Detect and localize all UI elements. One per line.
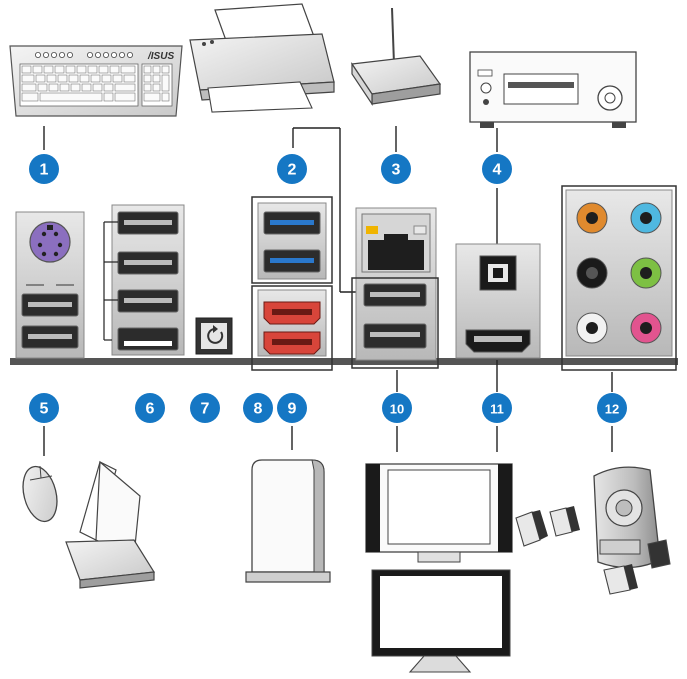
- ps2-usb-block: [15, 211, 85, 359]
- wireless-router-device: [350, 7, 442, 106]
- callout-badge-5: 5: [29, 393, 59, 423]
- usb-stack-port-3[interactable]: [117, 289, 179, 313]
- callout-badge-circle: [243, 393, 273, 423]
- callout-badge-8: 8: [243, 393, 273, 423]
- audio-jack-green[interactable]: [630, 257, 662, 289]
- callout-badge-circle: [597, 393, 627, 423]
- audio-jacks-block: [561, 185, 677, 371]
- keyboard-device: /ISUS: [9, 45, 183, 117]
- usb3-port-block: [251, 196, 333, 284]
- usb2-port-left-top[interactable]: [21, 293, 79, 317]
- lan-usb-block: [351, 207, 439, 369]
- callout-badge-7: 7: [190, 393, 220, 423]
- top-connector-lines: [43, 126, 498, 293]
- callout-badge-circle: [482, 393, 512, 423]
- callout-badge-4: 4: [482, 154, 512, 184]
- callout-badge-circle: [277, 154, 307, 184]
- callout-badge-circle: [190, 393, 220, 423]
- keyboard-brand-logo: /ISUS: [147, 51, 174, 62]
- audio-jack-black[interactable]: [576, 257, 608, 289]
- callout-badge-10: 10: [382, 393, 412, 423]
- usb-stack-port-2[interactable]: [117, 251, 179, 275]
- bottom-connector-lines: [43, 360, 613, 456]
- callout-badge-number: 6: [146, 401, 155, 418]
- monitors-device: [365, 463, 513, 673]
- clear-cmos-button[interactable]: [195, 317, 233, 355]
- callout-badge-number: 1: [40, 162, 49, 179]
- hdmi-port[interactable]: [465, 329, 531, 353]
- callout-badge-number: 4: [493, 162, 502, 179]
- usb3-port-lower-bottom[interactable]: [363, 323, 427, 349]
- callout-badge-2: 2: [277, 154, 307, 184]
- usb-stack-block: [103, 204, 185, 356]
- callout-badge-circle: [381, 154, 411, 184]
- usb-stack-port-1[interactable]: [117, 211, 179, 235]
- callout-badge-circle: [277, 393, 307, 423]
- callout-badge-circle: [382, 393, 412, 423]
- callout-badge-11: 11: [482, 393, 512, 423]
- callout-badge-3: 3: [381, 154, 411, 184]
- printer-device: [189, 3, 335, 113]
- speakers-device: [515, 466, 671, 595]
- audio-jack-white[interactable]: [576, 312, 608, 344]
- callout-badge-number: 10: [390, 402, 404, 417]
- callout-badge-number: 7: [201, 401, 210, 418]
- usb2-port-left-bottom[interactable]: [21, 325, 79, 349]
- usb3-port-top[interactable]: [263, 211, 321, 235]
- esata-port-block: [251, 285, 333, 371]
- callout-badge-circle: [482, 154, 512, 184]
- callout-badge-number: 11: [490, 402, 504, 417]
- callout-badge-circle: [135, 393, 165, 423]
- audio-receiver-device: [469, 51, 637, 128]
- scanner-device: [65, 460, 156, 589]
- callout-badge-number: 2: [288, 162, 297, 179]
- esata-port-bottom[interactable]: [263, 331, 321, 355]
- ps2-port[interactable]: [29, 221, 71, 263]
- optical-spdif-out-port[interactable]: [479, 255, 517, 291]
- callout-badge-number: 8: [254, 401, 263, 418]
- callout-badge-9: 9: [277, 393, 307, 423]
- lan-port[interactable]: [361, 213, 431, 273]
- callout-badge-number: 12: [605, 402, 619, 417]
- callout-badge-number: 9: [288, 401, 297, 418]
- callout-badge-number: 3: [392, 162, 401, 179]
- usb-stack-port-4[interactable]: [117, 327, 179, 351]
- mouse-device: [22, 465, 58, 523]
- usb3-port-bottom[interactable]: [263, 249, 321, 273]
- optical-hdmi-block: [455, 243, 541, 359]
- callout-badge-circle: [29, 154, 59, 184]
- callout-badge-12: 12: [597, 393, 627, 423]
- esata-port-top[interactable]: [263, 301, 321, 325]
- audio-jack-orange[interactable]: [576, 202, 608, 234]
- callout-badge-1: 1: [29, 154, 59, 184]
- callout-badge-6: 6: [135, 393, 165, 423]
- audio-jack-pink[interactable]: [630, 312, 662, 344]
- callout-badge-number: 5: [40, 401, 49, 418]
- audio-jack-blue[interactable]: [630, 202, 662, 234]
- usb3-port-lower-top[interactable]: [363, 283, 427, 307]
- callout-badge-circle: [29, 393, 59, 423]
- external-drive-device: [245, 459, 331, 583]
- motherboard-edge: [10, 358, 678, 365]
